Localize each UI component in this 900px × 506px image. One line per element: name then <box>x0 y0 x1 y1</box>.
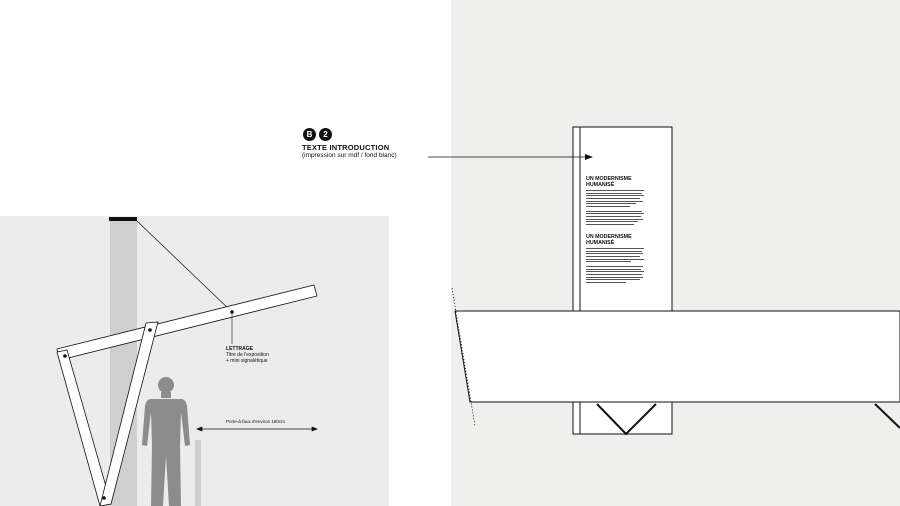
left-panel-background <box>0 216 389 506</box>
lettrage-leader-line <box>136 220 233 313</box>
v-support <box>596 403 657 436</box>
counter-slab <box>454 310 900 403</box>
callout-arrowhead <box>585 154 593 160</box>
pillar-text-block-2: UN MODERNISME HUMANISÉ <box>586 234 646 284</box>
human-silhouette <box>142 377 190 506</box>
dotted-edge <box>451 287 476 427</box>
lettrage-line1: Titre de l'exposition <box>226 352 269 358</box>
joint-dot <box>63 354 67 358</box>
v-support-right <box>874 403 900 429</box>
callout-badges: B 2 <box>303 128 332 141</box>
lettrage-label: LETTRAGE Titre de l'exposition + mini si… <box>226 346 269 364</box>
pillar-body-1 <box>586 190 646 225</box>
cantilever-beams <box>56 284 318 506</box>
joint-dot <box>230 310 234 314</box>
callout-title: TEXTE INTRODUCTION <box>302 143 390 152</box>
pillar-heading-2: UN MODERNISME HUMANISÉ <box>586 234 632 246</box>
badge-number: 2 <box>319 128 332 141</box>
badge-letter: B <box>303 128 316 141</box>
lettrage-line2: + mini signalétique <box>226 358 268 364</box>
joint-dot <box>102 496 106 500</box>
joint-dot <box>148 328 152 332</box>
column-top-cap <box>109 217 137 221</box>
dimension-arrow <box>196 426 318 432</box>
pillar-heading-1: UN MODERNISME HUMANISÉ <box>586 176 632 188</box>
callout-subtitle: (impression sur mdf / fond blanc) <box>302 152 397 159</box>
thin-post <box>195 440 201 506</box>
dimension-label: Porte-à-faux d'environ 180cm <box>226 419 285 424</box>
lettrage-title: LETTRAGE <box>226 346 253 352</box>
right-diagonal-strut <box>99 321 159 506</box>
pillar-body-2 <box>586 248 646 283</box>
pillar-text-block-1: UN MODERNISME HUMANISÉ <box>586 176 646 226</box>
right-panel-background <box>451 0 900 506</box>
